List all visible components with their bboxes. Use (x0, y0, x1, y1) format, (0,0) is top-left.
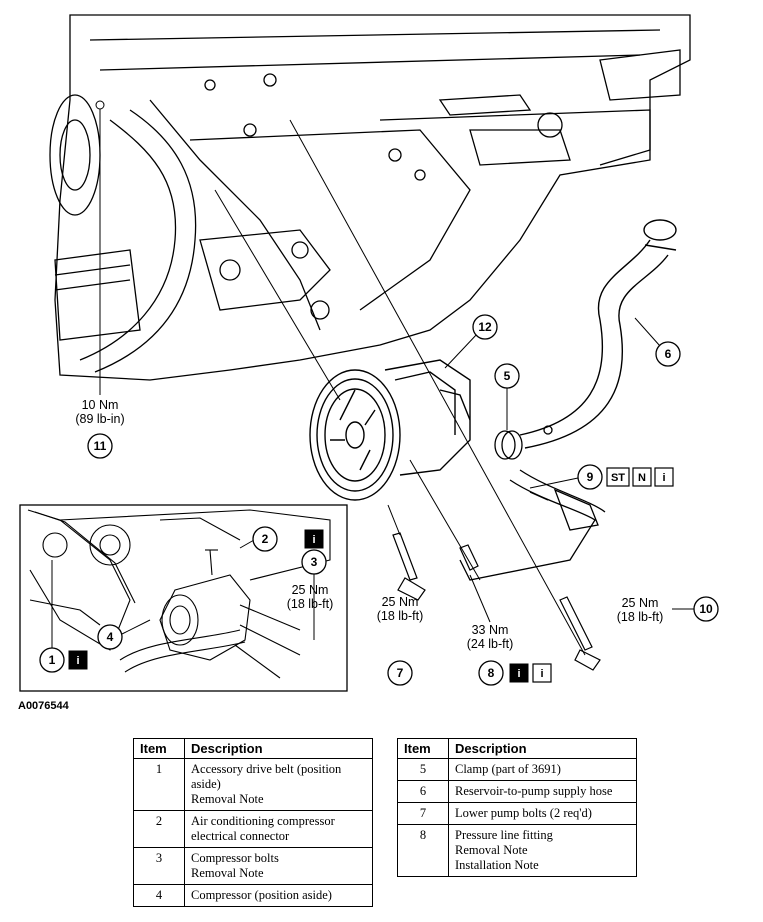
compressor-inset: 2 i 3 25 Nm (18 lb-ft) 4 1 i (19, 504, 348, 692)
callout-5: 5 (504, 369, 511, 383)
column-header-item: Item (133, 738, 185, 759)
callout-2-circle (252, 526, 278, 552)
callout-7: 7 (397, 666, 404, 680)
torque-10-nm: 25 Nm (622, 596, 659, 610)
item-description: Pressure line fitting Removal Note Insta… (448, 824, 637, 877)
svg-text:i: i (312, 534, 315, 546)
callout-6: 6 (665, 347, 672, 361)
torque-8-nm: 33 Nm (472, 623, 509, 637)
item-description: Lower pump bolts (2 req'd) (448, 802, 637, 825)
torque-7-imperial: (18 lb-ft) (377, 609, 424, 623)
callout-2: 2 (262, 532, 269, 546)
table-row: 7 Lower pump bolts (2 req'd) (397, 802, 637, 825)
item-description: Accessory drive belt (position aside) Re… (184, 758, 373, 811)
torque-8-imperial: (24 lb-ft) (467, 637, 514, 651)
pump-bolt-drawing (559, 596, 601, 671)
torque-10-imperial: (18 lb-ft) (617, 610, 664, 624)
callout-9-circle (577, 464, 603, 490)
torque-11-imperial: (89 lb-in) (75, 412, 124, 426)
item-number: 4 (133, 884, 185, 907)
callout-3: 3 (311, 555, 318, 569)
callout-6-circle (655, 341, 681, 367)
callout-4-circle (97, 624, 123, 650)
column-header-item: Item (397, 738, 449, 759)
callout-10-circle (693, 596, 719, 622)
legend-table-left: Item Description 1 Accessory drive belt … (133, 738, 373, 907)
item-description: Clamp (part of 3691) (448, 758, 637, 781)
svg-text:i: i (540, 668, 543, 680)
callout-9: 9 (587, 470, 594, 484)
callout-7-circle (387, 660, 413, 686)
item-number: 7 (397, 802, 449, 825)
table-row: 3 Compressor bolts Removal Note (133, 847, 373, 885)
callout-8: 8 (488, 666, 495, 680)
column-header-description: Description (184, 738, 373, 759)
svg-text:N: N (638, 472, 646, 484)
table-row: 5 Clamp (part of 3691) (397, 758, 637, 781)
exploded-view-diagram: 10 Nm (89 lb-in) 11 12 6 5 (19, 14, 719, 692)
callout-12: 12 (478, 320, 492, 334)
info-icon: i (304, 529, 324, 549)
legend-table-right: Item Description 5 Clamp (part of 3691) … (397, 738, 637, 877)
callout-11: 11 (94, 439, 107, 453)
item-description: Air conditioning compressor electrical c… (184, 810, 373, 848)
info-icon: i (509, 663, 529, 683)
item-description: Compressor bolts Removal Note (184, 847, 373, 885)
callout-1-circle (39, 647, 65, 673)
pressure-line-drawing (459, 469, 606, 581)
new-part-icon: N (632, 467, 652, 487)
pressure-fitting-drawing (459, 544, 479, 571)
info-icon: i (654, 467, 674, 487)
callout-10: 10 (699, 602, 713, 616)
item-description: Reservoir-to-pump supply hose (448, 780, 637, 803)
table-row: 4 Compressor (position aside) (133, 884, 373, 907)
callout-4: 4 (107, 630, 114, 644)
callout-1: 1 (49, 653, 56, 667)
power-steering-pump-drawing (309, 359, 471, 501)
callout-8-circle (478, 660, 504, 686)
item-number: 2 (133, 810, 185, 848)
torque-3-nm: 25 Nm (292, 583, 329, 597)
item-number: 5 (397, 758, 449, 781)
svg-text:i: i (662, 472, 665, 484)
torque-7-nm: 25 Nm (382, 595, 419, 609)
table-row: 8 Pressure line fitting Removal Note Ins… (397, 824, 637, 877)
callout-11-group: 10 Nm (89 lb-in) 11 (75, 100, 125, 459)
special-tool-icon: ST (606, 467, 630, 487)
torque-11-nm: 10 Nm (82, 398, 119, 412)
table-row: 2 Air conditioning compressor electrical… (133, 810, 373, 848)
supply-hose-drawing (519, 219, 677, 449)
svg-text:i: i (517, 668, 520, 680)
item-description: Compressor (position aside) (184, 884, 373, 907)
column-header-description: Description (448, 738, 637, 759)
item-number: 8 (397, 824, 449, 877)
svg-text:i: i (76, 655, 79, 667)
callout-12-circle (472, 314, 498, 340)
figure-id: A0076544 (18, 700, 69, 712)
item-number: 1 (133, 758, 185, 811)
lower-bolt-drawing (392, 532, 426, 601)
item-number: 6 (397, 780, 449, 803)
info-icon: i (532, 663, 552, 683)
callout-11-circle (87, 433, 113, 459)
table-row: 6 Reservoir-to-pump supply hose (397, 780, 637, 803)
clamp-drawing (494, 425, 553, 460)
info-icon: i (68, 650, 88, 670)
callout-5-circle (494, 363, 520, 389)
table-row: 1 Accessory drive belt (position aside) … (133, 758, 373, 811)
engine-block-drawing (49, 14, 691, 381)
item-number: 3 (133, 847, 185, 885)
torque-3-imperial: (18 lb-ft) (287, 597, 334, 611)
svg-text:ST: ST (611, 472, 625, 484)
